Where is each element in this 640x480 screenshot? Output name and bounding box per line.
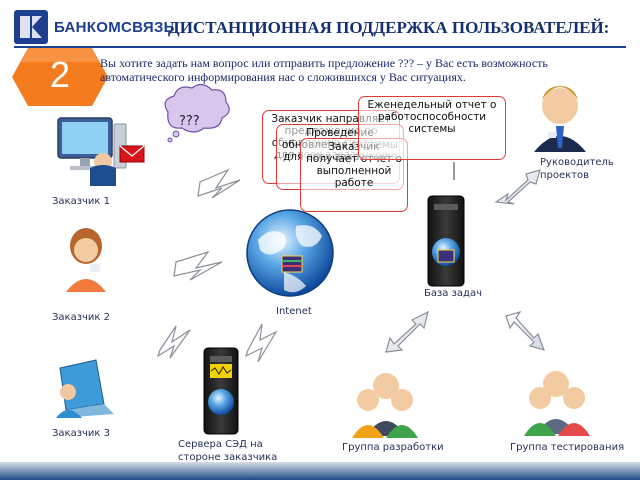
footer-band (0, 462, 640, 480)
lightning-connector-server (244, 323, 278, 363)
question-cloud-text: ??? (179, 114, 200, 129)
step-badge: 2 (10, 46, 108, 108)
label-test-group: Группа тестирования (510, 442, 625, 453)
dev-group-people-icon (352, 373, 418, 438)
double-arrow-dev (385, 310, 429, 353)
lightning-connector-customer3 (156, 325, 191, 359)
double-arrow-manager (494, 169, 541, 205)
customer2-person-icon (66, 228, 106, 292)
label-project-manager: Руководитель проектов (540, 157, 614, 181)
customer-server-icon (203, 347, 239, 435)
page-title: ДИСТАНЦИОННАЯ ПОДДЕРЖКА ПОЛЬЗОВАТЕЛЕЙ: (168, 18, 610, 37)
step-number: 2 (49, 54, 71, 95)
double-arrow-test (505, 310, 545, 351)
bubble-weekly-report: Еженедельный отчет о работоспособности с… (358, 96, 506, 160)
brand-name: БАНКОМСВЯЗЬ (54, 19, 175, 36)
project-manager-person-icon (534, 86, 586, 152)
customer3-laptop-icon (56, 359, 114, 418)
label-customer3: Заказчик 3 (52, 428, 111, 439)
label-task-base: База задач (424, 288, 483, 299)
label-dev-group: Группа разработки (342, 442, 444, 453)
question-cloud-icon (164, 83, 230, 143)
intro-text: Вы хотите задать нам вопрос или отправит… (100, 56, 548, 84)
customer1-workstation-icon (57, 117, 145, 186)
lightning-connector-customer1 (197, 168, 241, 199)
company-logo: БАНКОМСВЯЗЬ (14, 10, 174, 44)
label-customer-server: Сервера СЭД на стороне заказчика (178, 439, 278, 463)
test-group-people-icon (524, 371, 590, 436)
task-base-server-icon (427, 195, 465, 287)
label-internet: Intenet (276, 306, 312, 317)
bubble-report: Заказчик получает отчет о выполненной ра… (300, 138, 408, 212)
lightning-connector-customer2 (173, 250, 223, 281)
label-customer1: Заказчик 1 (52, 196, 111, 207)
logo-bks-icon (14, 10, 48, 44)
label-customer2: Заказчик 2 (52, 312, 111, 323)
internet-globe-icon (246, 209, 334, 297)
header-divider (14, 46, 626, 48)
